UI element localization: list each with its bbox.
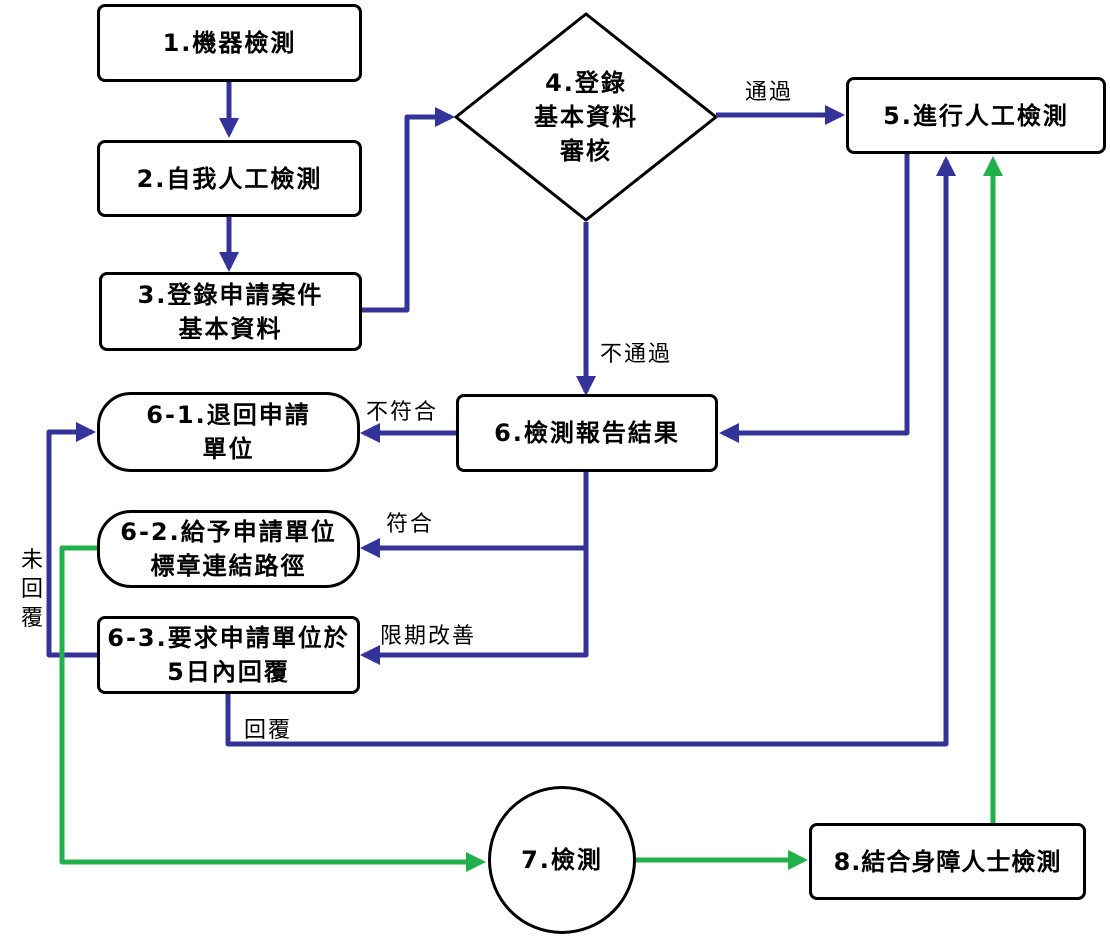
edge-label-conform: 符合: [386, 512, 435, 537]
edge-label-nonconform: 不符合: [366, 400, 439, 425]
node-8: 8.結合身障人士檢測: [809, 823, 1086, 900]
node-1-label: 1.機器檢測: [162, 29, 297, 57]
node-2: 2.自我人工檢測: [97, 140, 362, 217]
node-4: 4.登錄 基本資料 審核: [500, 62, 672, 172]
edge-label-improve: 限期改善: [380, 624, 477, 649]
node-7: 7.檢測: [488, 786, 636, 934]
edge-6-to-63-improve: [360, 548, 589, 665]
node-5-label: 5.進行人工檢測: [883, 101, 1069, 130]
node-8-label: 8.結合身障人士檢測: [833, 847, 1062, 876]
node-1: 1.機器檢測: [97, 4, 362, 82]
node-6-2-label-line2: 標章連結路徑: [150, 552, 307, 580]
node-6-1-label-line2: 單位: [202, 435, 255, 463]
node-6-label: 6.檢測報告結果: [494, 419, 680, 447]
node-6-2: 6-2.給予申請單位 標章連結路徑: [97, 510, 360, 588]
edge-label-noreply: 未 回 覆: [20, 548, 43, 631]
node-3-label-line1: 3.登錄申請案件: [137, 280, 324, 309]
edge-label-fail: 不通過: [600, 342, 673, 367]
edge-3-to-4: [362, 107, 455, 313]
node-6-1: 6-1.退回申請 單位: [97, 392, 360, 472]
node-6-3-label-line1: 6-3.要求申請單位於: [107, 624, 350, 652]
node-5: 5.進行人工檢測: [846, 77, 1106, 154]
node-6: 6.檢測報告結果: [456, 394, 718, 472]
edge-63-to-61-noreply: [46, 422, 98, 658]
node-4-diamond: [453, 12, 719, 222]
node-3-label-line2: 基本資料: [178, 314, 283, 343]
node-4-label-line3: 審核: [560, 137, 612, 165]
node-6-3: 6-3.要求申請單位於 5日內回覆: [97, 616, 360, 694]
node-6-3-label-line2: 5日內回覆: [167, 658, 290, 686]
node-2-label: 2.自我人工檢測: [136, 164, 323, 193]
node-6-2-label-line1: 6-2.給予申請單位: [120, 518, 337, 546]
node-3: 3.登錄申請案件 基本資料: [99, 272, 362, 351]
edge-label-pass: 通過: [745, 80, 794, 105]
node-6-1-label-line1: 6-1.退回申請: [146, 401, 311, 429]
node-4-label-line1: 4.登錄: [545, 69, 627, 97]
node-4-label-line2: 基本資料: [534, 103, 638, 131]
node-7-label: 7.檢測: [521, 846, 603, 874]
edge-label-reply: 回覆: [244, 718, 293, 743]
edge-62-to-7: [59, 545, 486, 872]
edge-63-to-5-reply: [225, 156, 956, 747]
edge-5-to-6: [719, 153, 910, 443]
